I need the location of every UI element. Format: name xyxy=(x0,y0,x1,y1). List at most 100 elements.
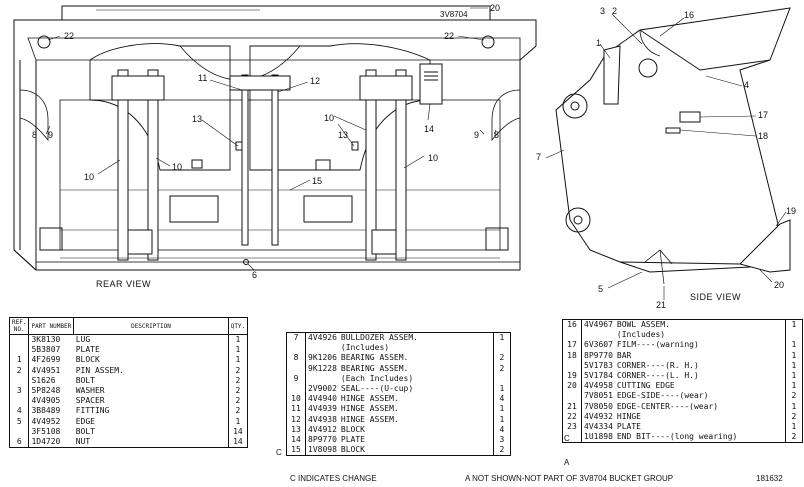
ref-cell: 4 xyxy=(9,406,30,417)
description-cell: BLOCK xyxy=(75,355,100,365)
part-number-cell: 6V3607 xyxy=(584,340,613,350)
part-number-cell: 4V4958 xyxy=(584,381,613,391)
qty-cell: 2 xyxy=(492,363,511,374)
description-cell: BEARING ASSEM. xyxy=(340,353,409,363)
callout-6: 6 xyxy=(252,270,258,280)
part-number-cell: 4V4940 xyxy=(308,394,337,404)
qty-cell: 3 xyxy=(492,435,511,446)
callout-8-left: 8 xyxy=(32,130,38,140)
qty-cell xyxy=(492,343,511,354)
qty-cell: 4 xyxy=(492,394,511,405)
qty-cell: 2 xyxy=(227,365,248,376)
ref-cell xyxy=(9,375,30,387)
part-number-cell: 2V9002 xyxy=(308,384,337,394)
description-cell: EDGE-CENTER----(wear) xyxy=(616,401,719,411)
part-number-cell: 1V8098 xyxy=(308,445,337,455)
ref-cell: 20 xyxy=(562,381,582,392)
description-cell: SEAL----(U-cup) xyxy=(340,384,414,394)
part-number-cell: 7V8051 xyxy=(584,391,613,401)
ref-cell: 2 xyxy=(9,365,30,376)
ref-cell xyxy=(562,432,582,443)
ref-cell xyxy=(9,334,30,346)
qty-cell: 1 xyxy=(227,416,248,427)
ref-cell xyxy=(562,391,582,402)
part-number-cell: S1626 xyxy=(31,375,56,385)
callout-15: 15 xyxy=(312,176,323,186)
description-cell: HINGE ASSEM. xyxy=(340,404,399,414)
callout-1: 1 xyxy=(596,38,602,48)
qty-cell: 2 xyxy=(227,406,248,417)
part-number-cell: 1D4720 xyxy=(31,437,61,447)
description-cell: CORNER----(L. H.) xyxy=(616,371,699,381)
part-number-cell: 4V4912 xyxy=(308,424,337,434)
part-number-cell xyxy=(582,330,615,340)
description-cell: EDGE-SIDE----(wear) xyxy=(616,391,709,401)
callout-10-d: 10 xyxy=(428,153,439,163)
callout-7: 7 xyxy=(536,152,542,162)
description-cell: END BIT----(long wearing) xyxy=(616,432,738,442)
ref-cell: 22 xyxy=(562,411,582,423)
part-number-cell: 3F5108 xyxy=(31,426,61,436)
qty-cell: 1 xyxy=(784,422,803,433)
table-row: (Includes) xyxy=(286,343,511,354)
callout-4: 4 xyxy=(744,80,750,90)
callout-2: 2 xyxy=(612,6,618,16)
parts-table-1-header: REF. NO. PART NUMBER DESCRIPTION QTY. xyxy=(8,317,249,335)
description-cell: PIN ASSEM. xyxy=(75,365,124,375)
callout-21: 21 xyxy=(656,300,667,310)
qty-cell: 1 xyxy=(784,401,803,412)
qty-cell xyxy=(784,330,803,341)
qty-cell: 1 xyxy=(492,332,511,344)
description-cell: WASHER xyxy=(75,386,105,396)
callout-10-a: 10 xyxy=(84,172,95,182)
qty-cell: 2 xyxy=(492,353,511,364)
description-cell: CUTTING EDGE xyxy=(616,381,675,391)
part-number-cell: 5P8248 xyxy=(31,386,61,396)
part-number-cell: 4V4952 xyxy=(31,416,61,426)
part-number-cell xyxy=(306,374,339,384)
qty-cell: 2 xyxy=(492,445,511,456)
ref-cell: 10 xyxy=(286,394,306,405)
description-cell: BULLDOZER ASSEM. xyxy=(340,333,418,342)
description-cell: BOLT xyxy=(75,426,95,436)
ref-cell: 23 xyxy=(562,422,582,433)
leader-lines xyxy=(35,7,787,300)
description-cell: PLATE xyxy=(616,422,641,432)
ref-cell xyxy=(562,360,582,372)
callout-11: 11 xyxy=(198,73,208,83)
ref-cell: 3 xyxy=(9,386,30,397)
ref-cell: 7 xyxy=(286,332,306,344)
description-cell: BEARING ASSEM. xyxy=(340,363,409,373)
part-number-cell: 4V4926 xyxy=(308,333,337,342)
callout-16: 16 xyxy=(684,10,695,20)
change-mark-table-2: C xyxy=(276,448,282,457)
ref-cell: 14 xyxy=(286,435,306,446)
header-description: DESCRIPTION xyxy=(73,317,229,335)
callout-10-c: 10 xyxy=(324,113,335,123)
qty-cell: 1 xyxy=(227,345,248,356)
description-cell: (Includes) xyxy=(340,343,390,353)
qty-cell: 1 xyxy=(227,334,248,346)
not-shown-note: A NOT SHOWN-NOT PART OF 3V8704 BUCKET GR… xyxy=(465,474,674,483)
part-number-cell: 4V4905 xyxy=(31,396,61,406)
description-cell: NUT xyxy=(75,437,91,447)
part-number-cell: 4V4951 xyxy=(31,365,61,375)
qty-cell: 1 xyxy=(492,384,511,395)
